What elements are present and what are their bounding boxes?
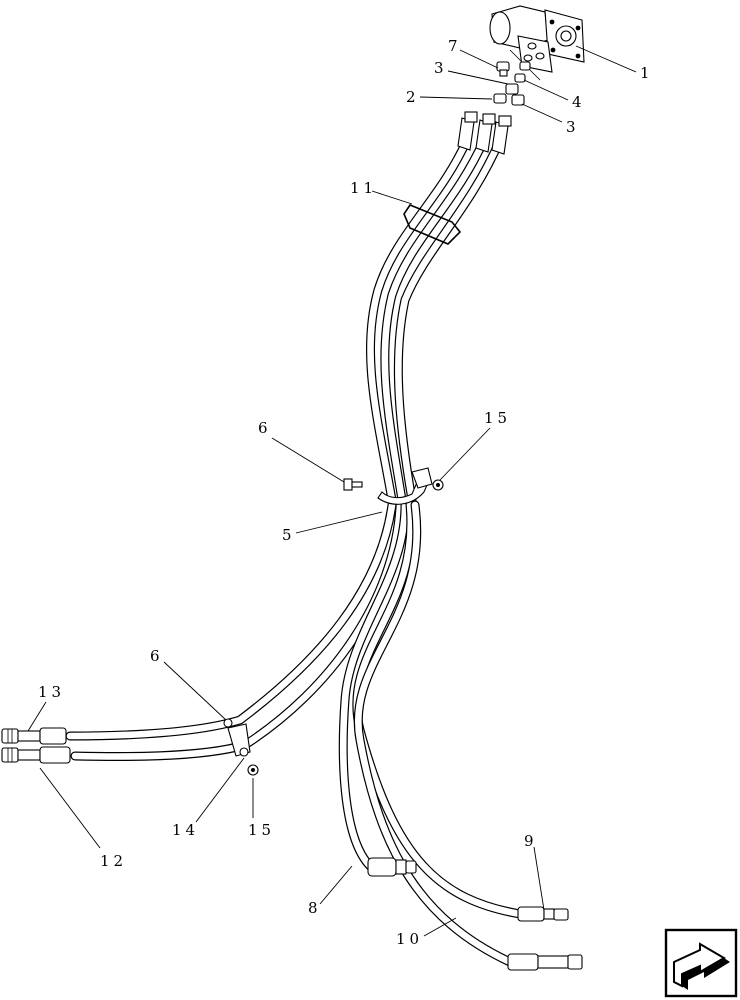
- callout-4: 4: [572, 93, 586, 111]
- callout-6-lower: 6: [150, 647, 164, 665]
- fitting-9: [517, 906, 569, 922]
- fitting-10: [507, 953, 583, 971]
- callout-5: 5: [282, 526, 296, 544]
- leader-lines: [27, 45, 637, 937]
- nut-upper: [432, 479, 444, 491]
- callout-3-lower: 3: [566, 118, 580, 136]
- callout-14: 14: [172, 821, 199, 839]
- next-page-arrow-icon[interactable]: [664, 928, 738, 998]
- callout-12: 12: [100, 852, 127, 870]
- callout-13: 13: [38, 683, 65, 701]
- left-fittings: [1, 727, 71, 764]
- lower-clamp: [223, 718, 251, 757]
- callout-6-upper: 6: [258, 419, 272, 437]
- callout-labels: 1 2 3 3 4 5 6 6 7 8 9 10 11 12 13 14 15 …: [38, 37, 654, 948]
- hose-strap: [403, 204, 462, 245]
- callout-2: 2: [406, 88, 420, 106]
- callout-15-lower: 15: [248, 821, 275, 839]
- hose-clamp: [377, 467, 433, 505]
- bolt-upper: [343, 478, 363, 491]
- nut-lower: [247, 764, 259, 776]
- upper-hose-ends: [457, 111, 512, 155]
- callout-7: 7: [448, 37, 462, 55]
- callout-1: 1: [640, 64, 654, 82]
- callout-3-upper: 3: [434, 59, 448, 77]
- callout-15-upper: 15: [484, 409, 511, 427]
- callout-10: 10: [396, 930, 423, 948]
- steering-valve: [489, 5, 585, 81]
- callout-11: 11: [350, 179, 377, 197]
- callout-8: 8: [308, 899, 322, 917]
- callout-9: 9: [524, 832, 538, 850]
- adapter-fittings: [493, 61, 531, 106]
- hose-bundle: [65, 135, 525, 967]
- fitting-8: [367, 857, 417, 877]
